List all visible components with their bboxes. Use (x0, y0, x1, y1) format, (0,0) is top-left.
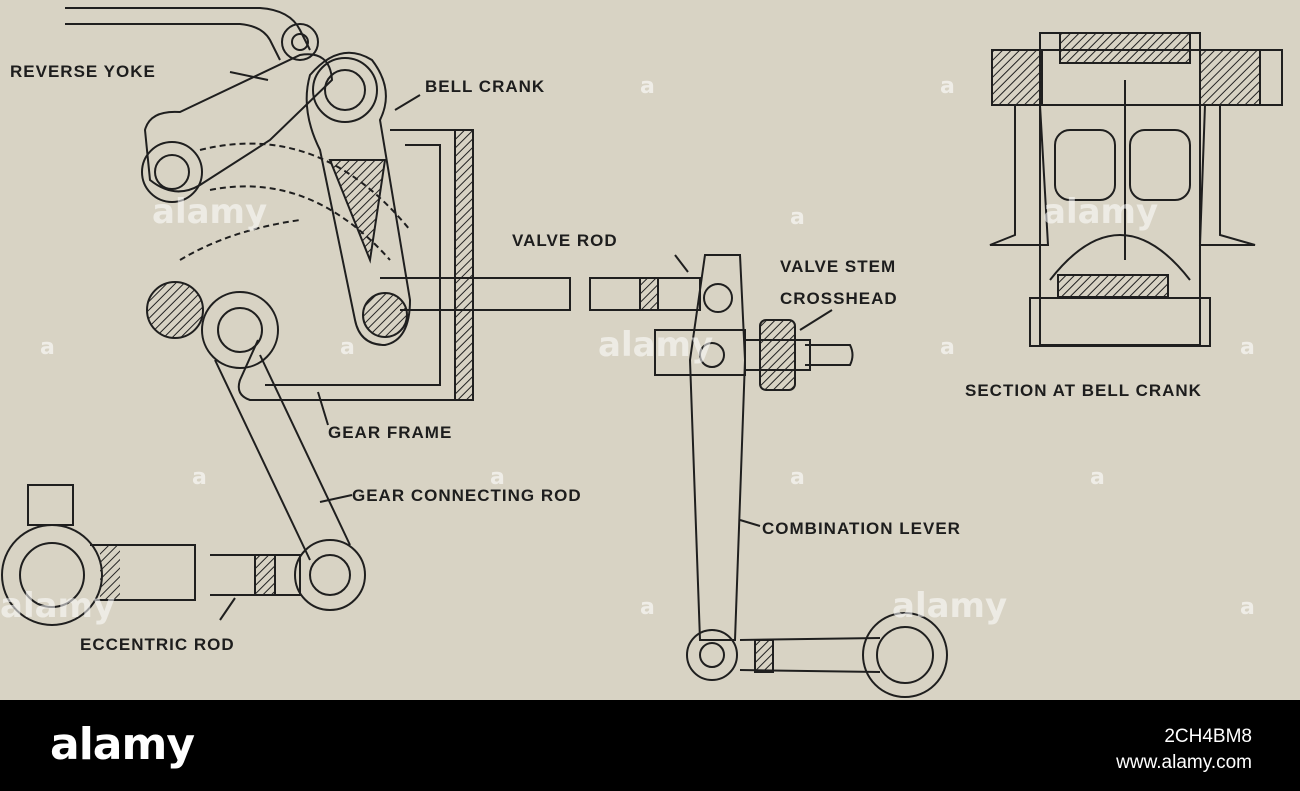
watermark-text: alamy (152, 192, 268, 232)
label-valve-stem: VALVE STEM (780, 257, 897, 276)
watermark-text: alamy (892, 586, 1008, 626)
watermark-text: alamy (1043, 192, 1159, 232)
watermark-text: alamy (0, 586, 116, 626)
label-reverse-yoke: REVERSE YOKE (10, 62, 156, 81)
watermark-text: alamy (598, 325, 714, 365)
watermark-letter: a (1240, 335, 1255, 360)
label-crosshead: CROSSHEAD (780, 289, 898, 308)
reverse-rod (65, 7, 311, 61)
reverse-yoke (143, 53, 334, 193)
bell-crank-section (989, 32, 1283, 347)
label-gear-frame: GEAR FRAME (328, 423, 453, 442)
image-credit: 2CH4BM8 www.alamy.com (1116, 724, 1252, 776)
alamy-logo[interactable]: alamy (50, 719, 195, 770)
image-id: 2CH4BM8 (1164, 726, 1252, 747)
site-url[interactable]: www.alamy.com (1116, 752, 1252, 773)
label-eccentric-rod: ECCENTRIC ROD (80, 635, 235, 654)
watermark-letter: a (640, 595, 655, 620)
label-gear-connecting-rod: GEAR CONNECTING ROD (352, 486, 582, 505)
watermark-letter: a (40, 335, 55, 360)
watermark-letter: a (490, 465, 505, 490)
label-combination-lever: COMBINATION LEVER (762, 519, 961, 538)
watermark-letter: a (790, 205, 805, 230)
watermark-letter: a (1240, 595, 1255, 620)
combination-lever (688, 254, 747, 641)
watermark-letter: a (192, 465, 207, 490)
watermark-letter: a (640, 74, 655, 99)
footer-bar (0, 700, 1300, 791)
gear-frame (237, 129, 456, 401)
engineering-drawing: REVERSE YOKE BELL CRANK VALVE ROD VALVE … (0, 0, 1300, 700)
label-valve-rod: VALVE ROD (512, 231, 618, 250)
valve-gear-diagram (1, 7, 1283, 698)
watermark-letter: a (940, 74, 955, 99)
label-section-at-bell-crank: SECTION AT BELL CRANK (965, 381, 1202, 400)
label-bell-crank: BELL CRANK (425, 77, 546, 96)
watermark-letter: a (340, 335, 355, 360)
watermark-letter: a (940, 335, 955, 360)
watermark-letter: a (790, 465, 805, 490)
bell-crank (305, 51, 412, 347)
watermark-letter: a (1090, 465, 1105, 490)
gear-connecting-rod (214, 354, 351, 561)
valve-rod (380, 277, 701, 311)
